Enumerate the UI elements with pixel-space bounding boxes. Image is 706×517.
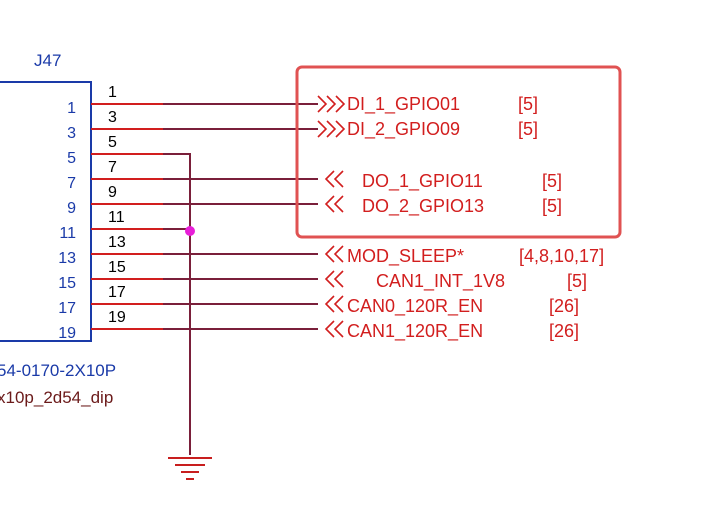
- wires: [163, 103, 318, 455]
- net-ref: [5]: [518, 94, 538, 114]
- input-port-icon: [317, 120, 328, 138]
- outer-pin-number: 19: [108, 309, 126, 326]
- outer-pin-number: 1: [108, 84, 117, 101]
- outer-pin-number: 11: [108, 209, 125, 226]
- output-port-icon: [324, 295, 335, 313]
- net-label: DO_1_GPIO11: [362, 171, 483, 192]
- outer-pin-number: 15: [108, 259, 126, 276]
- outer-pin-number: 17: [108, 284, 126, 301]
- inner-pin-number: 19: [58, 325, 76, 342]
- connector-part-number: 54-0170-2X10P: [0, 361, 116, 380]
- output-port-icon: [324, 170, 335, 188]
- inner-pin-number: 1: [67, 100, 76, 117]
- inner-pin-number: 15: [58, 275, 76, 292]
- inner-pin-number: 5: [67, 150, 76, 167]
- net-label: CAN1_120R_EN: [347, 321, 483, 342]
- net-label: DI_2_GPIO09: [347, 119, 460, 140]
- net-label: CAN0_120R_EN: [347, 296, 483, 317]
- outer-pin-number: 9: [108, 184, 117, 201]
- net-label: MOD_SLEEP*: [347, 246, 464, 267]
- junction-dot: [185, 226, 195, 236]
- net-ref: [26]: [549, 296, 579, 316]
- output-port-icon: [324, 195, 335, 213]
- inner-pin-number: 7: [67, 175, 76, 192]
- net-ref: [5]: [542, 196, 562, 216]
- ground-icon: [168, 457, 212, 480]
- net-ref: [26]: [549, 321, 579, 341]
- net-label: DI_1_GPIO01: [347, 94, 460, 115]
- inner-pin-number: 17: [58, 300, 76, 317]
- inner-pin-number: 3: [67, 125, 76, 142]
- inner-pin-number: 9: [67, 200, 76, 217]
- highlight-box: [295, 65, 622, 239]
- outer-pin-number: 5: [108, 134, 117, 151]
- outer-pin-number: 13: [108, 234, 126, 251]
- net-ref: [5]: [518, 119, 538, 139]
- inner-pin-number: 13: [58, 250, 76, 267]
- net-ref: [5]: [542, 171, 562, 191]
- input-port-icon: [317, 95, 328, 113]
- connector-body: [0, 81, 92, 342]
- net-labels: DI_1_GPIO01 [5] DI_2_GPIO09 [5] DO_1_GPI…: [347, 94, 604, 342]
- connector-inner-pin-numbers: 1 3 5 7 9 11 13 15 17 19: [58, 100, 76, 342]
- output-port-icon: [324, 245, 335, 263]
- net-port-symbols: [317, 95, 346, 338]
- net-ref: [5]: [567, 271, 587, 291]
- net-label: DO_2_GPIO13: [362, 196, 484, 217]
- connector-footprint: x10p_2d54_dip: [0, 388, 113, 407]
- pin-stubs: [91, 103, 163, 330]
- output-port-icon: [324, 270, 335, 288]
- inner-pin-number: 11: [59, 225, 76, 242]
- net-ref: [4,8,10,17]: [519, 246, 604, 266]
- connector-refdes: J47: [34, 51, 61, 70]
- output-port-icon: [324, 320, 335, 338]
- outer-pin-number: 3: [108, 109, 117, 126]
- outer-pin-number: 7: [108, 159, 117, 176]
- net-label: CAN1_INT_1V8: [376, 271, 505, 292]
- wire-ground-pin5: [163, 153, 191, 455]
- connector-outer-pin-numbers: 1 3 5 7 9 11 13 15 17 19: [108, 84, 126, 326]
